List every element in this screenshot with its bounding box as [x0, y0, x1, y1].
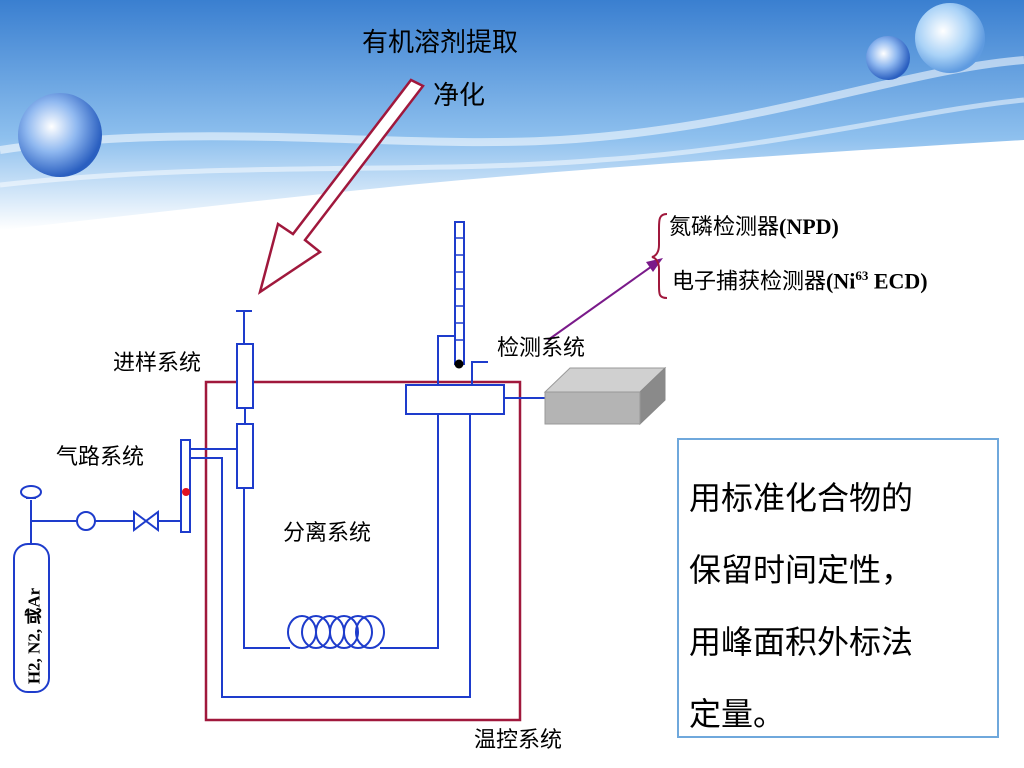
detector-type-arrow — [547, 263, 656, 341]
note-line: 用标准化合物的 — [689, 479, 914, 517]
gas-cylinder-label: H2, N2, 或Ar — [24, 587, 44, 685]
detection-system-label: 检测系统 — [497, 336, 586, 361]
recorder-box — [543, 366, 667, 426]
detector-type-npd: 氮磷检测器(NPD) — [669, 216, 839, 239]
oven-box — [204, 380, 522, 722]
column-line-return — [380, 413, 439, 649]
detector-npd-cn: 氮磷检测器 — [669, 215, 780, 240]
detector-npd-en: (NPD) — [779, 214, 839, 239]
detector-ecd-en-a: (Ni — [826, 268, 856, 294]
detector-ecd-sup: 63 — [855, 268, 869, 283]
note-line: 用峰面积外标法 — [689, 623, 914, 661]
detector-brace — [651, 213, 668, 299]
oven-loop-line — [190, 413, 471, 698]
note-line: 定量。 — [689, 695, 786, 733]
extraction-label: 有机溶剂提取 — [362, 28, 519, 58]
separation-system-label: 分离系统 — [283, 521, 372, 546]
column-line — [243, 488, 290, 649]
gas-path-panel — [180, 439, 191, 533]
detector-type-ecd: 电子捕获检测器(Ni63 ECD) — [672, 269, 928, 293]
method-note-box: 用标准化合物的 保留时间定性， 用峰面积外标法 定量。 — [677, 438, 999, 738]
extraction-arrow — [257, 78, 425, 295]
column-coil-icon — [287, 615, 385, 649]
pressure-indicator — [182, 488, 190, 496]
injection-system-label: 进样系统 — [113, 351, 202, 376]
temperature-system-label: 温控系统 — [474, 728, 563, 753]
valve-icon — [133, 510, 159, 532]
decorative-bubble — [915, 3, 985, 73]
detector-assembly — [405, 221, 545, 415]
detector-ecd-en-b: ECD) — [868, 268, 928, 294]
purification-label: 净化 — [433, 81, 486, 111]
detector-type-arrowhead — [646, 258, 663, 272]
decorative-bubble — [18, 93, 102, 177]
note-line: 保留时间定性， — [689, 551, 914, 589]
gas-cylinder — [13, 485, 50, 693]
flow-meter-icon — [76, 511, 96, 531]
decorative-bubble — [866, 36, 910, 80]
injection-port — [236, 310, 254, 489]
detector-ecd-cn: 电子捕获检测器 — [672, 269, 827, 295]
gas-path-system-label: 气路系统 — [56, 445, 145, 470]
header-banner — [0, 0, 1024, 230]
